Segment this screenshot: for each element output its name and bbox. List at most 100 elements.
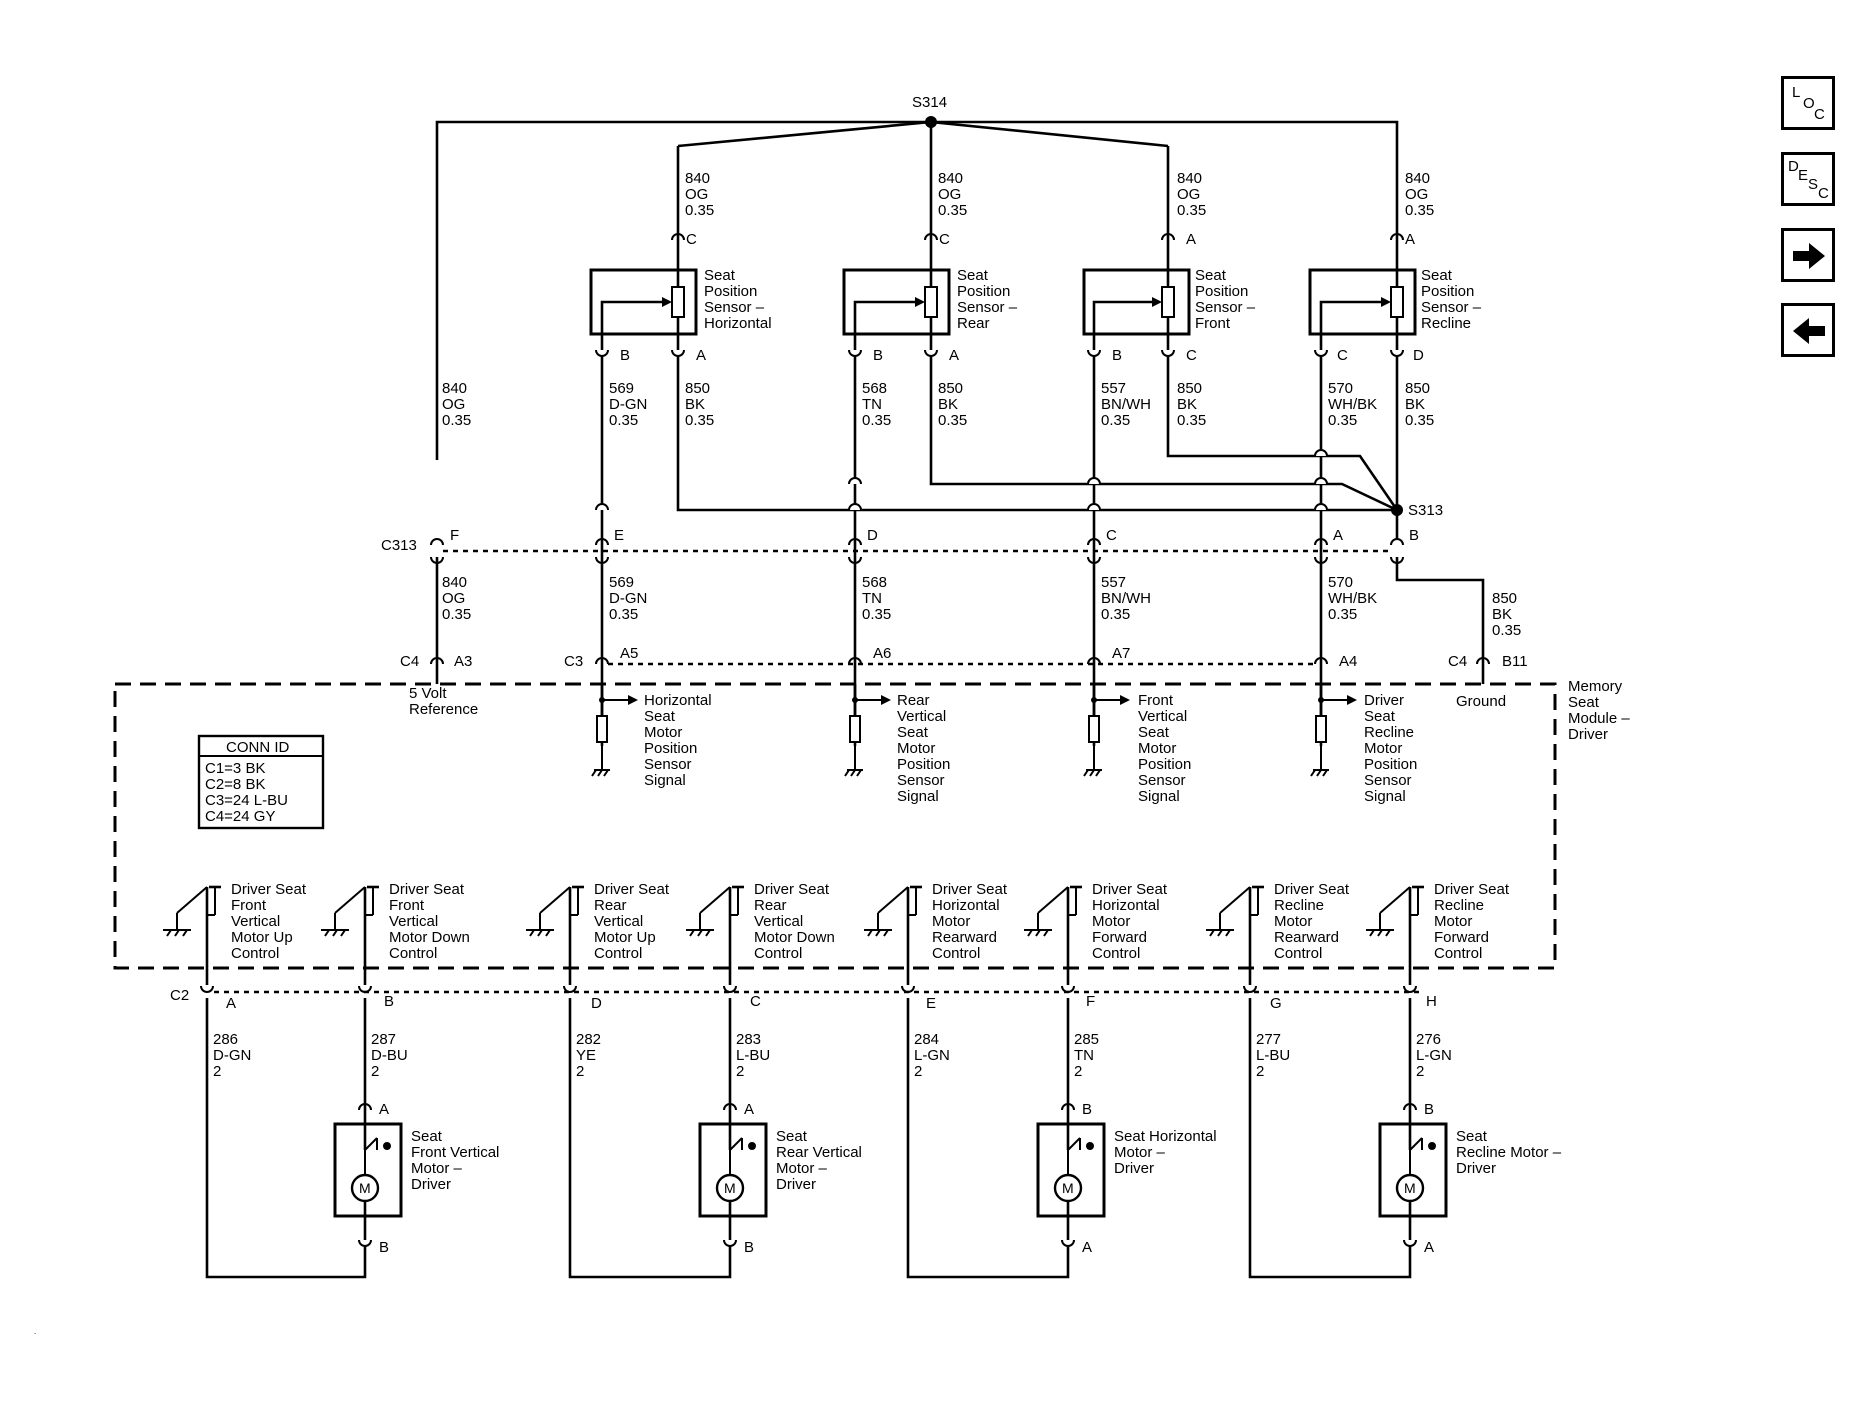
- svg-text:Seat: Seat: [1195, 267, 1227, 284]
- ground-label: Ground: [1456, 693, 1506, 710]
- svg-text:D: D: [1413, 347, 1424, 364]
- wire-850-rear: [929, 356, 1398, 512]
- wire-label-w277: 2: [1256, 1063, 1264, 1080]
- svg-text:Sensor: Sensor: [644, 756, 692, 773]
- control-label: Control: [754, 945, 802, 962]
- svg-text:D-GN: D-GN: [609, 590, 647, 607]
- svg-text:0.35: 0.35: [442, 412, 471, 429]
- next-page-button[interactable]: [1781, 228, 1835, 282]
- svg-text:Seat: Seat: [1138, 724, 1170, 741]
- control-label: Front: [389, 897, 425, 914]
- motor-pin-top: A: [744, 1101, 754, 1118]
- svg-text:WH/BK: WH/BK: [1328, 396, 1377, 413]
- svg-text:840: 840: [1177, 170, 1202, 187]
- control-label: Motor: [1274, 913, 1312, 930]
- svg-text:Rear: Rear: [957, 315, 990, 332]
- motor-label: Seat: [776, 1128, 808, 1145]
- svg-text:Memory: Memory: [1568, 678, 1623, 695]
- motor-glyph: M: [1062, 1180, 1074, 1196]
- svg-text:C4: C4: [1448, 653, 1467, 670]
- wire-label-w277: 277: [1256, 1031, 1281, 1048]
- svg-text:Front: Front: [1138, 692, 1174, 709]
- motor-pin-bottom: B: [744, 1239, 754, 1256]
- desc-button[interactable]: D E S C: [1781, 152, 1835, 206]
- svg-text:0.35: 0.35: [609, 606, 638, 623]
- svg-text:Position: Position: [1138, 756, 1191, 773]
- control-label: Control: [932, 945, 980, 962]
- svg-text:BK: BK: [938, 396, 958, 413]
- loc-button[interactable]: L O C: [1781, 76, 1835, 130]
- splice-s314-label: S314: [912, 94, 947, 111]
- svg-text:0.35: 0.35: [685, 412, 714, 429]
- svg-text:850: 850: [685, 380, 710, 397]
- svg-text:B: B: [1112, 347, 1122, 364]
- control-label: Motor Up: [594, 929, 656, 946]
- svg-text:OG: OG: [442, 396, 465, 413]
- svg-text:Signal: Signal: [897, 788, 939, 805]
- loc-letter-l: L: [1792, 84, 1801, 101]
- svg-text:BK: BK: [1177, 396, 1197, 413]
- control-label: Forward: [1092, 929, 1147, 946]
- wire-850-horizontal: [676, 356, 1397, 512]
- previous-page-button[interactable]: [1781, 303, 1835, 357]
- svg-text:570: 570: [1328, 380, 1353, 397]
- memory-seat-module-outline: [113, 682, 1557, 970]
- control-label: Recline: [1434, 897, 1484, 914]
- motor-label: Front Vertical: [411, 1144, 499, 1161]
- svg-text:OG: OG: [685, 186, 708, 203]
- motor-label: Seat: [1456, 1128, 1488, 1145]
- svg-text:OG: OG: [442, 590, 465, 607]
- svg-text:0.35: 0.35: [1177, 412, 1206, 429]
- sensor-horizontal: C B A Seat Position Sensor – Horizontal: [589, 231, 772, 364]
- svg-text:C1=3 BK: C1=3 BK: [205, 760, 265, 777]
- motor-label: Recline Motor –: [1456, 1144, 1562, 1161]
- motor-pin-top: B: [1424, 1101, 1434, 1118]
- control-label: Driver Seat: [389, 881, 465, 898]
- svg-text:Position: Position: [1421, 283, 1474, 300]
- splice-s313-label: S313: [1408, 502, 1443, 519]
- svg-text:Position: Position: [644, 740, 697, 757]
- pin-c-hood: [671, 233, 685, 241]
- svg-text:Position: Position: [957, 283, 1010, 300]
- control-label: Motor: [1092, 913, 1130, 930]
- control-label: Rear: [754, 897, 787, 914]
- svg-text:C2=8 BK: C2=8 BK: [205, 776, 265, 793]
- svg-text:B: B: [620, 347, 630, 364]
- control-label: Forward: [1434, 929, 1489, 946]
- svg-text:840: 840: [938, 170, 963, 187]
- svg-text:Horizontal: Horizontal: [704, 315, 772, 332]
- motor-wires: 286D-GN2287D-BU2282YE2283L-BU2284L-GN228…: [205, 998, 1452, 1279]
- wire-850-to-module: [1395, 557, 1485, 670]
- loc-letter-o: O: [1803, 95, 1815, 112]
- control-label: Control: [231, 945, 279, 962]
- svg-text:C313: C313: [381, 537, 417, 554]
- motor-label: Driver: [1456, 1160, 1496, 1177]
- svg-text:Driver: Driver: [1364, 692, 1404, 709]
- svg-text:0.35: 0.35: [1328, 412, 1357, 429]
- svg-text:D-GN: D-GN: [609, 396, 647, 413]
- svg-text:C2: C2: [170, 987, 189, 1004]
- svg-text:F: F: [450, 527, 459, 544]
- svg-text:C: C: [939, 231, 950, 248]
- svg-text:Sensor: Sensor: [1364, 772, 1412, 789]
- svg-text:0.35: 0.35: [1405, 202, 1434, 219]
- wire-labels-lower: 840 OG 0.35 569 D-GN 0.35 568 TN 0.35 55…: [442, 574, 1521, 639]
- desc-letter-s: S: [1808, 176, 1819, 193]
- svg-text:Vertical: Vertical: [1138, 708, 1187, 725]
- svg-text:Position: Position: [1195, 283, 1248, 300]
- svg-text:C: C: [1337, 347, 1348, 364]
- motor-pin-bottom: A: [1424, 1239, 1434, 1256]
- wire-label-w282: 282: [576, 1031, 601, 1048]
- svg-text:557: 557: [1101, 380, 1126, 397]
- svg-text:BN/WH: BN/WH: [1101, 590, 1151, 607]
